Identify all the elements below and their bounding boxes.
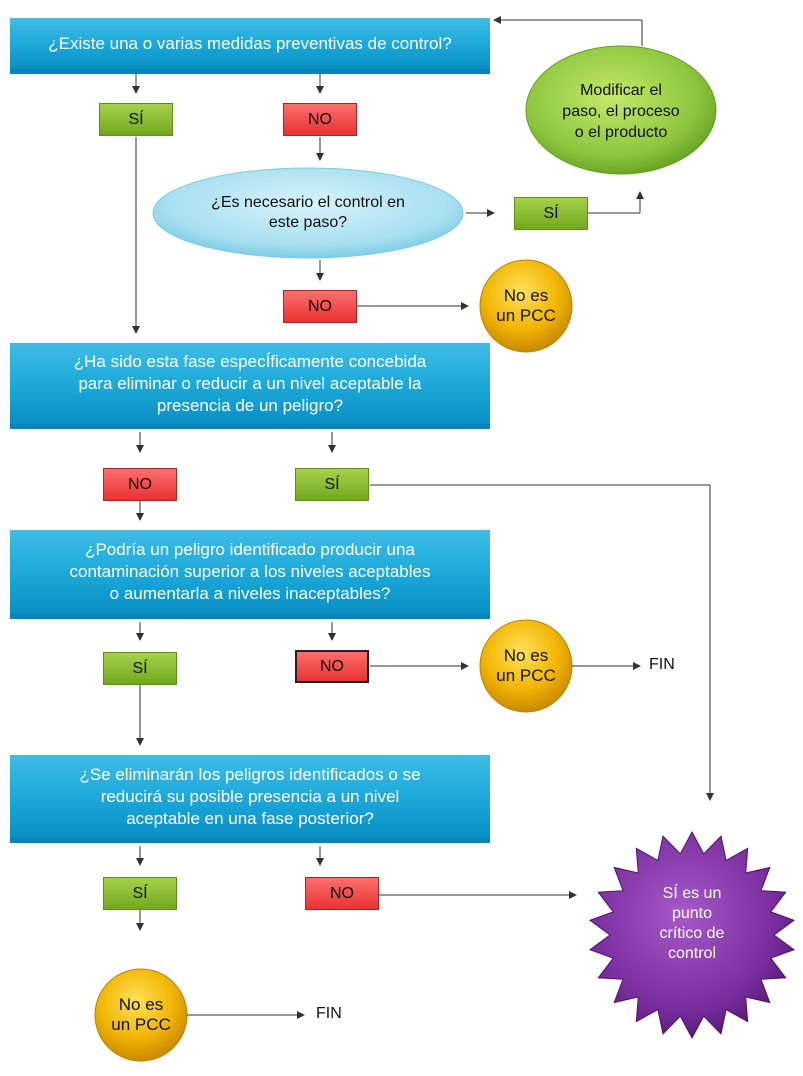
question-text: ¿Existe una o varias medidas preventivas… <box>48 33 452 53</box>
yes-tag: SÍ <box>103 652 177 685</box>
no-tag: NO <box>103 468 177 501</box>
yes-tag: SÍ <box>295 468 369 501</box>
yes-tag: SÍ <box>103 877 177 910</box>
control-needed-ellipse <box>152 167 464 259</box>
end-label: FIN <box>316 1005 342 1022</box>
not-pcc-text: No es un PCC <box>95 995 187 1035</box>
modify-line: paso, el proceso <box>562 103 680 120</box>
modify-line: Modificar el <box>580 82 662 99</box>
yes-tag: SÍ <box>99 103 173 136</box>
not-pcc-line: No es <box>503 286 549 305</box>
critical-control-burst <box>588 830 796 1040</box>
not-pcc-line: un PCC <box>496 306 556 325</box>
yes-tag: SÍ <box>514 197 588 230</box>
not-pcc-line: un PCC <box>111 1015 171 1034</box>
question-later-elimination: ¿Se eliminarán los peligros identificado… <box>10 755 490 843</box>
not-pcc-text: No es un PCC <box>480 646 572 686</box>
question-line: aceptable en una fase posterior? <box>126 808 374 828</box>
question-phase-designed: ¿Ha sido esta fase especÍficamente conce… <box>10 343 490 429</box>
critical-line: punto <box>671 905 713 922</box>
not-pcc-line: un PCC <box>496 666 556 685</box>
question-line: o aumentarla a niveles inaceptables? <box>109 584 391 603</box>
critical-line: SÍ es un <box>662 885 722 902</box>
not-pcc-line: No es <box>118 995 164 1014</box>
not-pcc-line: No es <box>503 646 549 665</box>
modify-text: Modificar el paso, el proceso o el produ… <box>546 80 696 143</box>
control-needed-text: ¿Es necesario el control en este paso? <box>170 193 446 233</box>
question-line: presencia de un peligro? <box>156 395 344 415</box>
critical-control-text: SÍ es un punto crítico de control <box>630 884 754 964</box>
question-line: ¿Ha sido esta fase especÍficamente conce… <box>73 351 427 371</box>
no-tag: NO <box>305 877 379 910</box>
modify-line: o el producto <box>574 124 668 141</box>
oval-line: este paso? <box>268 214 348 231</box>
no-tag: NO <box>283 290 357 323</box>
question-line: reducirá su posible presencia a un nivel <box>100 786 400 806</box>
not-pcc-text: No es un PCC <box>480 286 572 326</box>
question-preventive-measures: ¿Existe una o varias medidas preventivas… <box>10 18 490 74</box>
no-tag: NO <box>295 650 369 683</box>
oval-line: ¿Es necesario el control en <box>211 194 405 211</box>
no-tag: NO <box>283 103 357 136</box>
critical-line: control <box>667 945 717 962</box>
question-line: para eliminar o reducir a un nivel acept… <box>78 373 422 393</box>
question-line: ¿Podría un peligro identificado producir… <box>85 540 415 559</box>
end-label: FIN <box>649 656 675 673</box>
modify-ellipse <box>525 45 717 175</box>
not-pcc-circle-1 <box>479 259 573 353</box>
critical-line: crítico de <box>659 925 725 942</box>
question-line: ¿Se eliminarán los peligros identificado… <box>79 764 421 784</box>
question-hazard-contamination: ¿Podría un peligro identificado producir… <box>10 530 490 619</box>
question-line: contaminación superior a los niveles ace… <box>69 562 431 581</box>
